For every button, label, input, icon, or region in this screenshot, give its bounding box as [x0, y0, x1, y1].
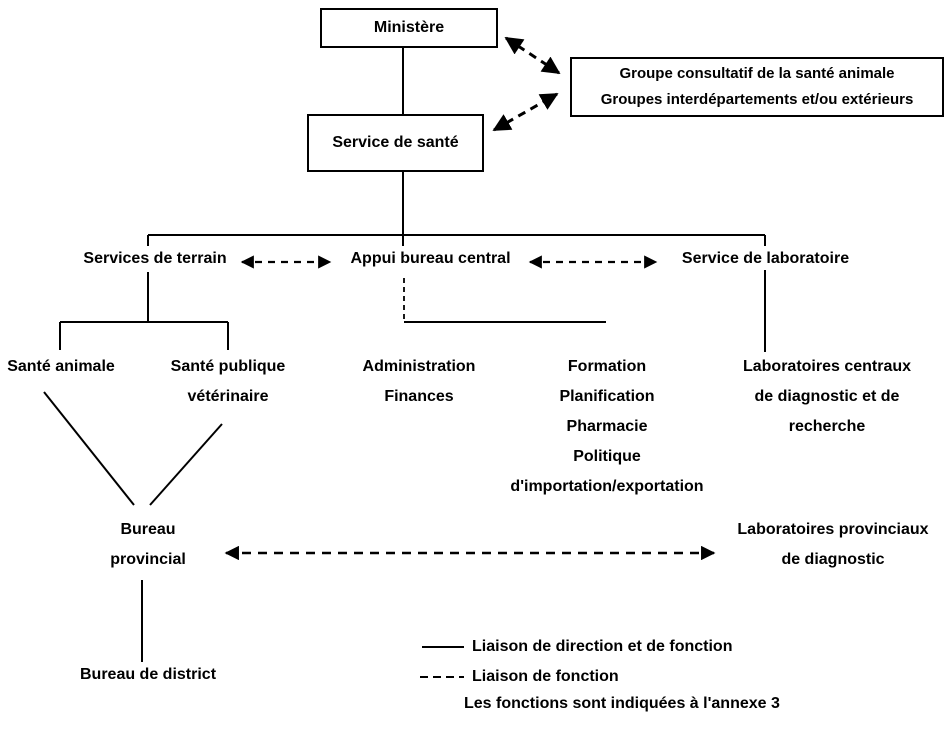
dashed-arrow-service-groupe — [492, 92, 559, 132]
node-ministere: Ministère — [320, 8, 498, 48]
node-administration-finances: Administration Finances — [362, 358, 476, 405]
node-bureau-de-district: Bureau de district — [79, 666, 217, 683]
dashed-arrow-ministere-groupe — [504, 36, 561, 75]
node-sante-animale: Santé animale — [7, 358, 115, 375]
node-laboratoires-centraux: Laboratoires centraux de diagnostic et d… — [742, 358, 912, 435]
legend-solid-label: Liaison de direction et de fonction — [472, 638, 733, 655]
branch-service-de-laboratoire: Service de laboratoire — [681, 250, 850, 267]
node-laboratoires-provinciaux: Laboratoires provinciaux de diagnostic — [737, 521, 929, 568]
node-formation-planification: Formation Planification Pharmacie Politi… — [510, 358, 704, 495]
line-diagonal-sante-animale-to-provincial — [43, 391, 135, 506]
node-bureau-provincial: Bureau provincial — [110, 521, 186, 568]
node-groupe-consultatif: Groupe consultatif de la santé animale G… — [570, 57, 944, 117]
line-diagonal-sante-publique-to-provincial — [149, 423, 223, 506]
branch-services-de-terrain: Services de terrain — [83, 250, 227, 267]
legend-note: Les fonctions sont indiquées à l'annexe … — [464, 695, 780, 712]
legend-dashed-label: Liaison de fonction — [472, 668, 619, 685]
branch-appui-bureau-central: Appui bureau central — [350, 250, 511, 267]
node-service-de-sante: Service de santé — [307, 114, 484, 172]
node-sante-publique-veterinaire: Santé publique vétérinaire — [170, 358, 286, 405]
